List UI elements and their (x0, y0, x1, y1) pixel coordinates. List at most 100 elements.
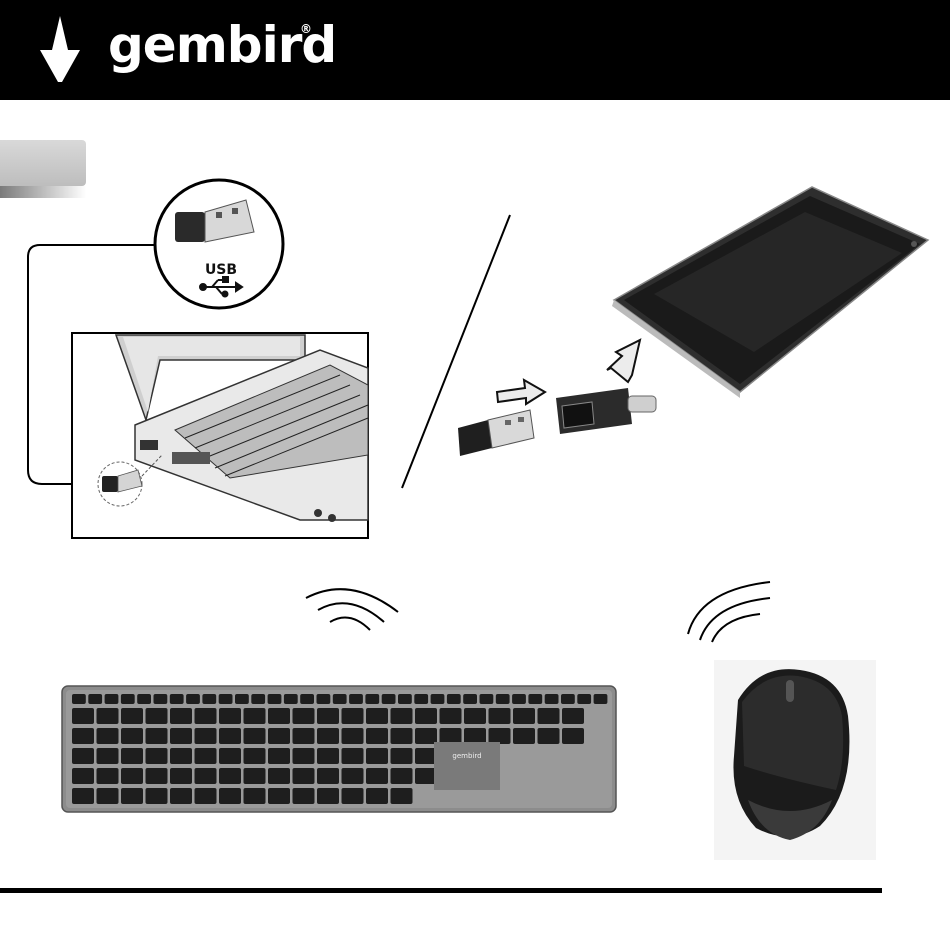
keyboard-key (464, 708, 486, 724)
keyboard-key (333, 694, 347, 704)
keyboard-key (366, 788, 388, 804)
keyboard-illustration: gembird (62, 686, 616, 812)
usb-c-adapter-illustration (556, 388, 656, 434)
keyboard-key (121, 768, 143, 784)
keyboard-key (342, 728, 364, 744)
keyboard-key (342, 708, 364, 724)
keyboard-key (447, 694, 461, 704)
keyboard-key (300, 694, 314, 704)
keyboard-key (366, 708, 388, 724)
keyboard-key (268, 694, 282, 704)
keyboard-key (293, 768, 315, 784)
laptop-illustration (72, 333, 368, 538)
keyboard-key (513, 728, 535, 744)
keyboard-key (186, 694, 200, 704)
keyboard-key (170, 694, 184, 704)
keyboard-key (293, 788, 315, 804)
keyboard-key (202, 694, 216, 704)
keyboard-key (562, 728, 584, 744)
keyboard-key (72, 728, 94, 744)
keyboard-key (496, 694, 510, 704)
mouse-illustration (714, 660, 876, 860)
footer-rule (0, 888, 882, 893)
wireless-signal-icon (688, 582, 770, 642)
keyboard-key (195, 728, 217, 744)
keyboard-key (398, 694, 412, 704)
keyboard-key (463, 694, 477, 704)
keyboard-key (414, 694, 428, 704)
keyboard-key (293, 708, 315, 724)
keyboard-key (513, 708, 535, 724)
mobile-connection-illustration (458, 187, 928, 456)
keyboard-key (293, 748, 315, 764)
keyboard-key (146, 708, 168, 724)
keyboard-key (268, 748, 290, 764)
keyboard-key (284, 694, 298, 704)
keyboard-key (538, 728, 560, 744)
keyboard-key (317, 748, 339, 764)
keyboard-key (219, 728, 241, 744)
keyboard-key (170, 708, 192, 724)
keyboard-key (219, 748, 241, 764)
keyboard-key (154, 694, 168, 704)
keyboard-key (431, 694, 445, 704)
keyboard-key (391, 708, 413, 724)
keyboard-key (251, 694, 265, 704)
keyboard-key (97, 708, 119, 724)
keyboard-key (97, 748, 119, 764)
keyboard-key (317, 694, 331, 704)
keyboard-key (366, 768, 388, 784)
keyboard-key (244, 708, 266, 724)
keyboard-key (146, 748, 168, 764)
wireless-signal-icon (306, 589, 398, 630)
keyboard-key (146, 768, 168, 784)
keyboard-key (545, 694, 559, 704)
keyboard-key (342, 768, 364, 784)
keyboard-key (195, 788, 217, 804)
keyboard-key (528, 694, 542, 704)
keyboard-key (219, 768, 241, 784)
keyboard-key (121, 694, 135, 704)
keyboard-key (219, 708, 241, 724)
keyboard-key (349, 694, 363, 704)
keyboard-key (480, 694, 494, 704)
keyboard-key (72, 788, 94, 804)
keyboard-key (464, 728, 486, 744)
keyboard-key (244, 728, 266, 744)
keyboard-key (366, 748, 388, 764)
keyboard-key (219, 694, 233, 704)
keyboard-key (195, 708, 217, 724)
keyboard-key (562, 708, 584, 724)
keyboard-key (146, 788, 168, 804)
keyboard-key (219, 788, 241, 804)
keyboard-key (440, 708, 462, 724)
keyboard-key (195, 748, 217, 764)
keyboard-key (72, 708, 94, 724)
keyboard-key (317, 788, 339, 804)
keyboard-key (97, 788, 119, 804)
keyboard-key (170, 728, 192, 744)
keyboard-key (512, 694, 526, 704)
keyboard-key (268, 768, 290, 784)
keyboard-key (317, 728, 339, 744)
keyboard-key (170, 748, 192, 764)
keyboard-key (391, 748, 413, 764)
keyboard-key (366, 728, 388, 744)
keyboard-key (293, 728, 315, 744)
keyboard-key (146, 728, 168, 744)
keyboard-key (342, 788, 364, 804)
usb-callout (155, 180, 283, 308)
keyboard-key (317, 708, 339, 724)
keyboard-key (440, 728, 462, 744)
keyboard-key (415, 768, 437, 784)
keyboard-key (137, 694, 151, 704)
keyboard-key (538, 708, 560, 724)
keyboard-key (121, 748, 143, 764)
keyboard-key (105, 694, 119, 704)
keyboard-key (121, 728, 143, 744)
keyboard-key (244, 788, 266, 804)
keyboard-key (391, 788, 413, 804)
usb-label: USB (199, 262, 243, 278)
keyboard-key (342, 748, 364, 764)
